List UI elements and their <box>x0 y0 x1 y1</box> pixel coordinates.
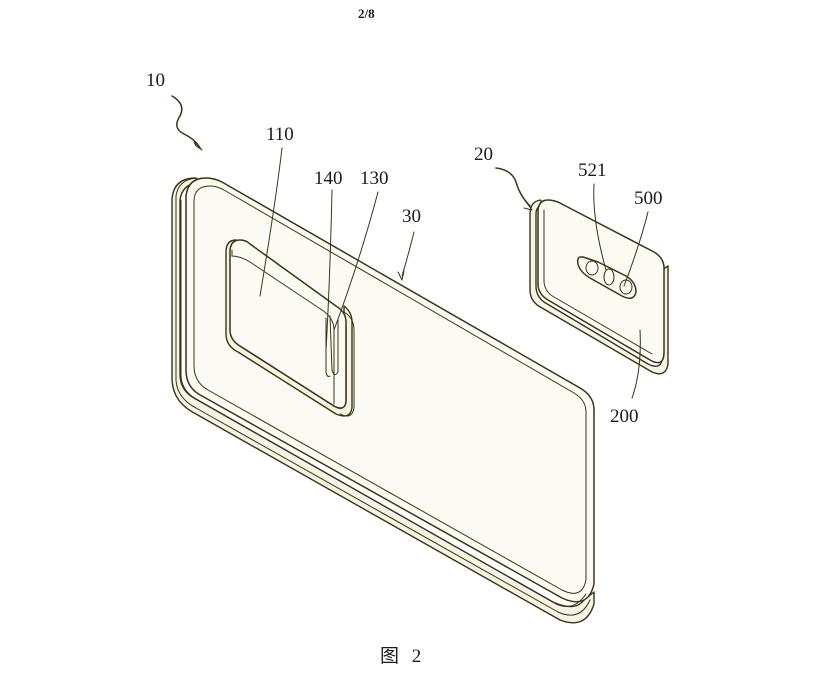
device-10-rim-left <box>175 195 591 616</box>
lens-left <box>585 260 599 276</box>
device-10-rim-top <box>175 177 197 197</box>
device-10-rim-left-inner <box>180 199 587 607</box>
camera-module-110 <box>225 239 355 417</box>
accessory-20 <box>529 199 669 375</box>
label-30: 30 <box>402 206 421 227</box>
camera-module-inner-line <box>231 249 335 405</box>
lens-assembly <box>576 256 637 299</box>
label-140: 140 <box>314 168 343 189</box>
lens-bracket-500 <box>576 256 637 299</box>
label-130: 130 <box>360 168 389 189</box>
accessory-bevel-line <box>543 209 653 355</box>
leader-521 <box>593 183 607 271</box>
leader-130 <box>333 191 379 331</box>
lens-center <box>603 268 615 286</box>
leader-200 <box>631 329 641 399</box>
leader-140 <box>325 189 333 351</box>
label-10: 10 <box>146 70 165 91</box>
camera-module-top <box>229 239 347 409</box>
leader-lines <box>171 95 649 399</box>
label-521: 521 <box>578 160 607 181</box>
leader-30 <box>401 231 415 277</box>
slot-130 <box>329 315 339 376</box>
reference-numerals: 10 110 140 130 30 20 521 500 200 <box>146 70 663 427</box>
label-500: 500 <box>634 188 663 209</box>
label-200: 200 <box>610 406 639 427</box>
device-10-bevel-line <box>193 185 587 594</box>
leader-500 <box>623 211 649 287</box>
leader-10 <box>171 95 201 149</box>
leader-20 <box>495 167 531 207</box>
arrow-20 <box>523 201 533 211</box>
label-110: 110 <box>266 124 294 145</box>
arrow-10 <box>193 141 203 151</box>
arrow-30 <box>397 270 405 281</box>
label-20: 20 <box>474 144 493 165</box>
figure-caption: 图 2 <box>380 646 425 667</box>
device-10 <box>171 177 595 624</box>
slot-140 <box>325 317 331 377</box>
camera-module-bevel <box>339 311 355 417</box>
leader-110 <box>259 147 283 297</box>
page-number: 2/8 <box>358 6 375 21</box>
